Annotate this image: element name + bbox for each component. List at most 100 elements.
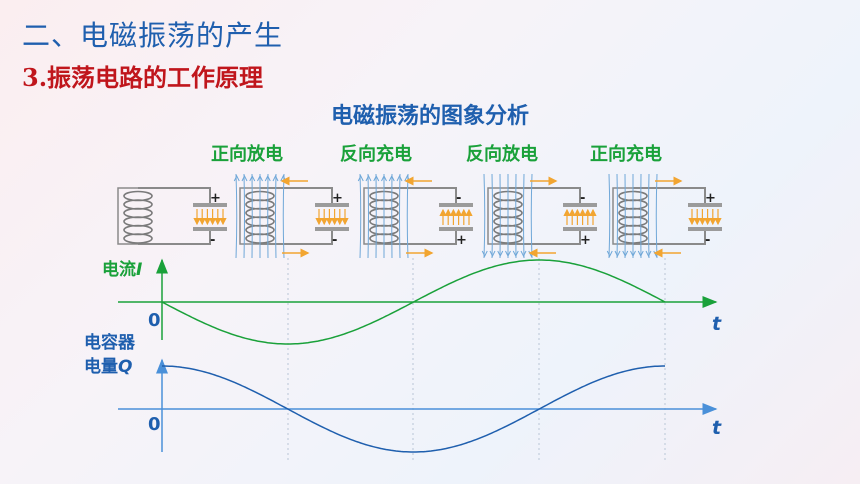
capacitor-sign-bottom: - <box>332 233 337 248</box>
time-guides <box>287 258 666 460</box>
field-arrowhead <box>497 250 504 258</box>
field-arrowhead <box>614 250 621 258</box>
field-arrowhead <box>365 174 372 182</box>
circuit-snapshot-1: +- <box>117 187 227 248</box>
phase-label-forward-discharge: 正向放电 <box>211 144 283 165</box>
current-curve <box>161 259 666 345</box>
phase-label-reverse-discharge: 反向放电 <box>466 144 538 165</box>
slide-heading: 二、电磁振荡的产生 <box>22 19 284 52</box>
field-arrowhead <box>512 250 519 258</box>
field-arrowhead <box>505 250 511 258</box>
current-t-label: t <box>712 313 722 335</box>
coil-turn <box>123 233 153 244</box>
capacitor-plate-top <box>439 203 473 207</box>
capacitor-plate-top <box>193 203 227 207</box>
magnetic-field <box>481 173 535 259</box>
circuit-snapshot-2: +- <box>233 173 349 259</box>
circuit-sequence: +-+--+-++- <box>117 173 722 259</box>
capacitor-plate-bottom <box>193 227 227 231</box>
capacitor-plate-bottom <box>315 227 349 231</box>
field-arrowhead <box>645 250 652 258</box>
phase-label-forward-charge: 正向充电 <box>590 144 662 165</box>
wire-left <box>117 187 138 245</box>
coil-turn <box>123 216 153 227</box>
capacitor-sign-bottom: - <box>210 233 215 248</box>
capacitor-plate-bottom <box>563 227 597 231</box>
field-line <box>530 173 533 259</box>
charge-ylabel-line2: 电量Q <box>84 356 132 377</box>
electric-field <box>315 209 349 226</box>
field-line <box>282 173 285 259</box>
field-line <box>367 173 369 259</box>
charge-graph: 电容器 电量Q 0 t <box>84 332 722 453</box>
coil-turn <box>123 224 153 236</box>
wire-top <box>138 187 211 206</box>
circuit-snapshot-4: -+ <box>481 173 597 259</box>
field-arrowhead <box>233 174 240 182</box>
capacitor-plate-top <box>315 203 349 207</box>
field-arrowhead <box>622 250 629 258</box>
field-arrowhead <box>257 174 263 182</box>
charge-curve <box>162 365 665 453</box>
field-arrowhead <box>481 250 488 258</box>
wire-left <box>487 187 508 245</box>
field-arrowhead <box>489 250 496 258</box>
field-line <box>648 173 650 259</box>
slide-subheading: 3.振荡电路的工作原理 <box>22 63 264 92</box>
wire-left <box>363 187 384 245</box>
diagram-title: 电磁振荡的图象分析 <box>330 104 529 129</box>
wire-left <box>612 187 633 245</box>
circuit-snapshot-5: +- <box>606 173 722 259</box>
magnetic-field <box>606 173 660 259</box>
electric-field <box>439 208 473 225</box>
field-line <box>399 173 401 259</box>
field-arrowhead <box>637 250 644 258</box>
capacitor-sign-bottom: - <box>705 233 710 248</box>
coil-turn <box>123 207 153 219</box>
circuit-snapshot-3: -+ <box>357 173 473 259</box>
capacitor-plate-top <box>563 203 597 207</box>
field-arrowhead <box>373 174 380 182</box>
field-arrowhead <box>388 174 395 182</box>
capacitor-sign-top: + <box>210 191 221 206</box>
field-line <box>491 173 493 259</box>
field-arrowhead <box>520 250 527 258</box>
electric-field <box>563 208 597 225</box>
charge-origin-label: 0 <box>148 414 161 435</box>
current-origin-label: 0 <box>148 310 161 331</box>
capacitor-sign-top: - <box>456 191 461 206</box>
capacitor-plate-bottom <box>439 227 473 231</box>
electric-field <box>688 209 722 226</box>
field-arrowhead <box>357 174 364 182</box>
capacitor-plate-bottom <box>688 227 722 231</box>
capacitor-sign-bottom: + <box>456 233 467 248</box>
capacitor-sign-top: + <box>332 191 343 206</box>
field-arrowhead <box>264 174 271 182</box>
field-line <box>275 173 277 259</box>
coil-turn <box>123 199 153 210</box>
wire-left <box>239 187 260 245</box>
field-line <box>406 173 409 259</box>
wire-bottom <box>138 228 211 245</box>
field-line <box>235 173 238 259</box>
capacitor-plate-top <box>688 203 722 207</box>
field-arrowhead <box>272 174 279 182</box>
magnetic-field <box>357 173 411 259</box>
capacitor-sign-top: - <box>580 191 585 206</box>
field-arrowhead <box>249 174 256 182</box>
current-graph: 电流I 0 t <box>102 258 722 345</box>
phase-label-reverse-charge: 反向充电 <box>340 144 412 165</box>
inductor-coil <box>123 190 153 244</box>
field-arrowhead <box>630 250 636 258</box>
field-line <box>655 173 658 259</box>
coil-turn <box>123 190 153 202</box>
field-line <box>243 173 245 259</box>
field-arrowhead <box>396 174 403 182</box>
electric-field <box>193 209 227 226</box>
field-line <box>523 173 525 259</box>
charge-t-label: t <box>712 417 722 439</box>
field-line <box>483 173 486 259</box>
field-arrowhead <box>606 250 613 258</box>
magnetic-field <box>233 173 287 259</box>
